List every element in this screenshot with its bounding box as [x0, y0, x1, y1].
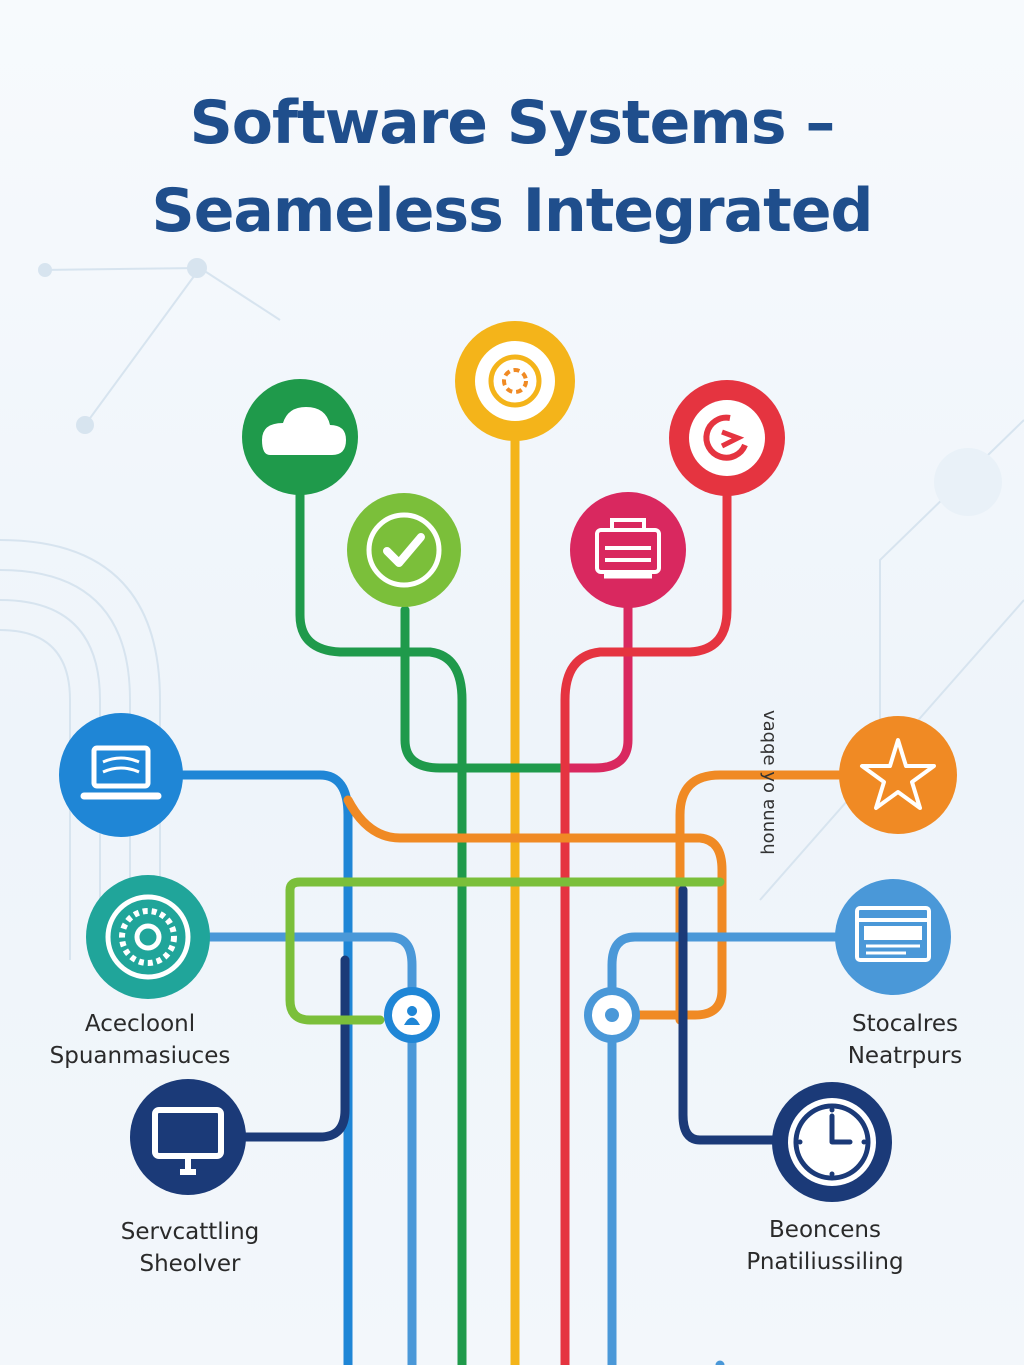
label-right-middle-line-1: Stocalres — [852, 1011, 958, 1037]
cloud-icon — [262, 407, 346, 455]
gear-icon — [488, 354, 542, 408]
settings-dial-node[interactable] — [86, 875, 210, 999]
clock-node[interactable] — [772, 1082, 892, 1202]
toolbox-icon — [595, 518, 661, 579]
vertical-label: vaqqe yo ɐuuoɥ — [759, 710, 780, 855]
star-icon — [860, 738, 936, 810]
label-right-bottom-line-1: Beoncens — [769, 1217, 881, 1243]
label-right-bottom-line-2: Pnatiliussiling — [746, 1249, 904, 1275]
connector-lines — [175, 435, 850, 1365]
junction-hub-right — [584, 987, 640, 1043]
laptop-icon — [80, 745, 162, 800]
connector-cloud — [295, 485, 467, 1365]
refresh-node[interactable] — [669, 380, 785, 496]
clock-icon — [793, 1103, 871, 1181]
gear-node[interactable] — [455, 321, 575, 441]
label-right-middle: Stocalres Neatrpurs — [820, 1008, 990, 1072]
settings-dial-icon — [105, 894, 191, 980]
label-right-bottom: Beoncens Pnatiliussiling — [730, 1214, 920, 1278]
label-left-middle-line-2: Spuanmasiuces — [49, 1043, 231, 1069]
browser-node[interactable] — [835, 879, 951, 995]
connector-refresh — [560, 490, 732, 1365]
label-left-middle: Acecloonl Spuanmasiuces — [40, 1008, 240, 1072]
monitor-node[interactable] — [130, 1079, 246, 1195]
check-icon — [383, 533, 425, 567]
connector-green-loop — [285, 877, 725, 1025]
connector-laptop — [175, 770, 353, 1365]
label-left-bottom-line-1: Servcattling — [120, 1219, 260, 1245]
connector-star — [675, 770, 850, 1025]
check-node[interactable] — [347, 493, 461, 607]
label-right-middle-line-2: Neatrpurs — [847, 1043, 963, 1069]
connector-monitor — [230, 955, 350, 1142]
browser-window-icon — [855, 906, 931, 962]
refresh-icon — [703, 414, 748, 461]
page-title-line-1: Software Systems – — [189, 88, 836, 158]
connector-laptop-orange — [343, 795, 727, 1020]
star-node[interactable] — [839, 716, 957, 834]
user-icon — [404, 1006, 420, 1025]
label-left-bottom-line-2: Sheolver — [139, 1251, 241, 1277]
connector-toolbox — [560, 603, 633, 773]
connector-browser — [607, 932, 840, 1365]
toolbox-node[interactable] — [570, 492, 686, 608]
cloud-node[interactable] — [242, 379, 358, 495]
label-left-bottom: Servcattling Sheolver — [90, 1216, 290, 1280]
laptop-node[interactable] — [59, 713, 183, 837]
connector-check — [400, 605, 580, 773]
label-left-middle-line-1: Acecloonl — [84, 1011, 196, 1037]
monitor-icon — [152, 1107, 224, 1175]
connector-settings-dial — [205, 932, 417, 1365]
page-title-line-2: Seameless Integrated — [151, 176, 874, 246]
junction-hub-left — [384, 987, 440, 1043]
connector-clock — [678, 885, 780, 1145]
